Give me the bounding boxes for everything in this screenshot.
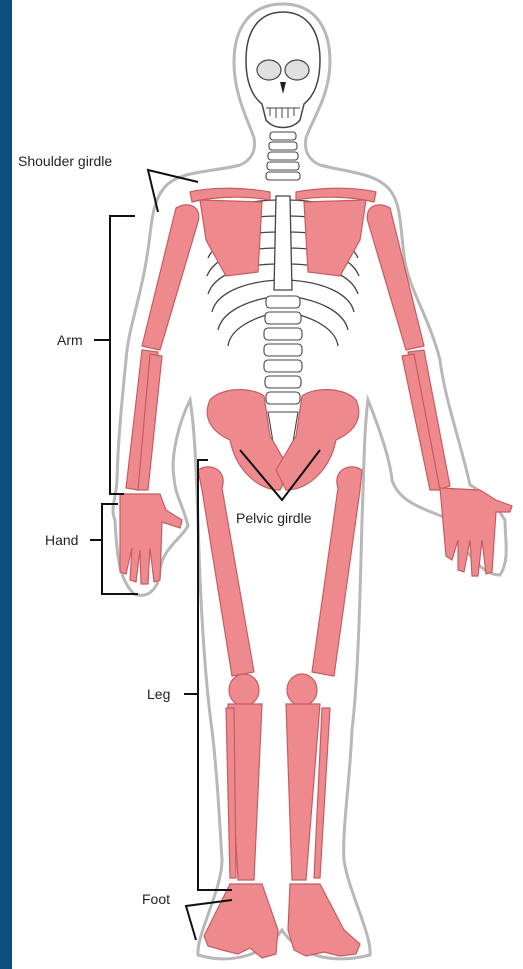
patella-left xyxy=(229,674,259,706)
appendicular-skeleton xyxy=(120,188,512,958)
hand-left xyxy=(120,494,182,584)
scapula-right xyxy=(304,200,366,276)
label-foot: Foot xyxy=(142,891,170,907)
arm-bracket xyxy=(94,216,135,494)
label-shoulder-girdle: Shoulder girdle xyxy=(18,153,112,169)
patella-right xyxy=(287,674,317,706)
skull xyxy=(246,12,320,128)
fibula-left xyxy=(226,708,236,878)
label-hand: Hand xyxy=(45,532,78,548)
label-arm: Arm xyxy=(57,332,83,348)
scapula-left xyxy=(200,200,262,276)
hand-right xyxy=(440,488,512,576)
cervical-spine xyxy=(266,132,300,180)
femur-left xyxy=(198,467,254,676)
femur-right xyxy=(312,467,362,676)
humerus-right xyxy=(367,205,424,350)
foot-right xyxy=(288,884,360,956)
label-pelvic-girdle: Pelvic girdle xyxy=(236,510,311,526)
label-leg: Leg xyxy=(147,686,170,702)
